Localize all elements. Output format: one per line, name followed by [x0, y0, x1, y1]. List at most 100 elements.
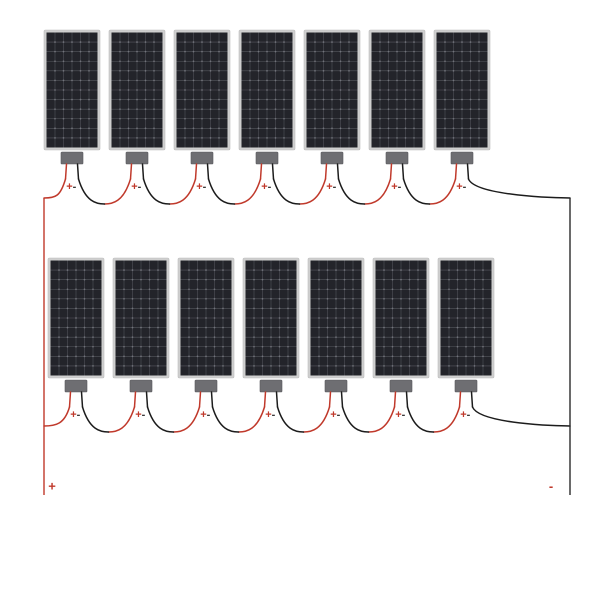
solar-panel[interactable]	[303, 29, 361, 151]
cell-node	[75, 307, 77, 310]
cell-node	[452, 69, 455, 72]
solar-panel[interactable]	[173, 29, 231, 151]
solar-panel[interactable]	[242, 257, 300, 379]
cell-node	[469, 60, 472, 63]
cell-node	[213, 365, 216, 367]
cell-node	[331, 117, 333, 120]
cell-node	[417, 365, 419, 367]
cell-node	[465, 288, 467, 291]
cell-node	[391, 297, 394, 300]
cell-node	[188, 288, 190, 291]
cell-node	[88, 41, 90, 43]
cell-node	[136, 79, 138, 82]
cell-node	[192, 137, 195, 139]
cell-node	[119, 108, 121, 111]
cell-node	[127, 69, 130, 72]
solar-panel[interactable]	[372, 257, 430, 379]
cell-node	[257, 60, 260, 63]
cell-node	[408, 297, 411, 300]
positive-sign: +	[131, 181, 137, 193]
cell-node	[413, 137, 415, 139]
cell-node	[79, 69, 82, 72]
cell-node	[352, 269, 354, 271]
cell-node	[339, 98, 342, 101]
cell-node	[266, 41, 268, 43]
solar-panel[interactable]	[43, 29, 101, 151]
cell-node	[287, 307, 289, 310]
panel-positive-lead	[328, 391, 332, 408]
cell-node	[266, 50, 268, 53]
cell-node	[465, 345, 467, 348]
cell-node	[249, 117, 251, 120]
cell-node	[456, 336, 459, 339]
cell-node	[404, 89, 407, 91]
cell-node	[400, 307, 402, 310]
cell-node	[148, 288, 151, 291]
cell-node	[383, 326, 385, 329]
solar-panel[interactable]	[368, 29, 426, 151]
cell-node	[83, 288, 86, 291]
cell-node	[413, 89, 415, 91]
cell-node	[66, 269, 69, 271]
cell-node	[140, 278, 142, 281]
cell-node	[58, 365, 60, 367]
cell-node	[352, 288, 354, 291]
cell-node	[335, 326, 337, 329]
cell-node	[339, 108, 342, 111]
cell-node	[387, 41, 390, 43]
cell-node	[283, 98, 285, 101]
cell-node	[71, 117, 73, 120]
cell-node	[209, 41, 212, 43]
cell-node	[348, 69, 350, 72]
solar-panel[interactable]	[112, 257, 170, 379]
cell-node	[222, 307, 224, 310]
cell-node	[413, 108, 415, 111]
cell-node	[119, 137, 121, 139]
cell-node	[448, 345, 450, 348]
cell-node	[222, 288, 224, 291]
panel-negative-lead	[210, 391, 214, 408]
cell-node	[257, 50, 260, 53]
cell-node	[54, 69, 56, 72]
solar-panel[interactable]	[108, 29, 166, 151]
solar-panel[interactable]	[437, 257, 495, 379]
cell-node	[452, 117, 455, 120]
cell-node	[71, 89, 73, 91]
cell-node	[448, 307, 450, 310]
cell-node	[157, 278, 159, 281]
cell-node	[58, 278, 60, 281]
solar-panel[interactable]	[307, 257, 365, 379]
cell-node	[213, 345, 216, 348]
cell-node	[314, 79, 316, 82]
cell-node	[274, 117, 277, 120]
cell-node	[148, 365, 151, 367]
solar-panel[interactable]	[238, 29, 296, 151]
cell-node	[400, 297, 402, 300]
cell-node	[188, 278, 190, 281]
cell-node	[92, 278, 94, 281]
cell-node	[348, 98, 350, 101]
cell-node	[387, 127, 390, 130]
cell-node	[222, 269, 224, 271]
cell-node	[448, 297, 450, 300]
cell-node	[184, 137, 186, 139]
cell-node	[148, 336, 151, 339]
cell-node	[478, 98, 480, 101]
solar-panel[interactable]	[47, 257, 105, 379]
cell-node	[408, 307, 411, 310]
solar-panel[interactable]	[433, 29, 491, 151]
cell-node	[448, 288, 450, 291]
solar-panel[interactable]	[177, 257, 235, 379]
cell-node	[287, 269, 289, 271]
junction-box-body	[125, 151, 149, 165]
cell-node	[473, 326, 476, 329]
cell-node	[270, 355, 272, 358]
panel-positive-lead	[389, 163, 393, 180]
cell-node	[136, 41, 138, 43]
cell-node	[318, 336, 320, 339]
cell-node	[213, 336, 216, 339]
cell-node	[383, 269, 385, 271]
panel-negative-lead	[80, 391, 84, 408]
cell-node	[144, 137, 147, 139]
cell-node	[387, 60, 390, 63]
